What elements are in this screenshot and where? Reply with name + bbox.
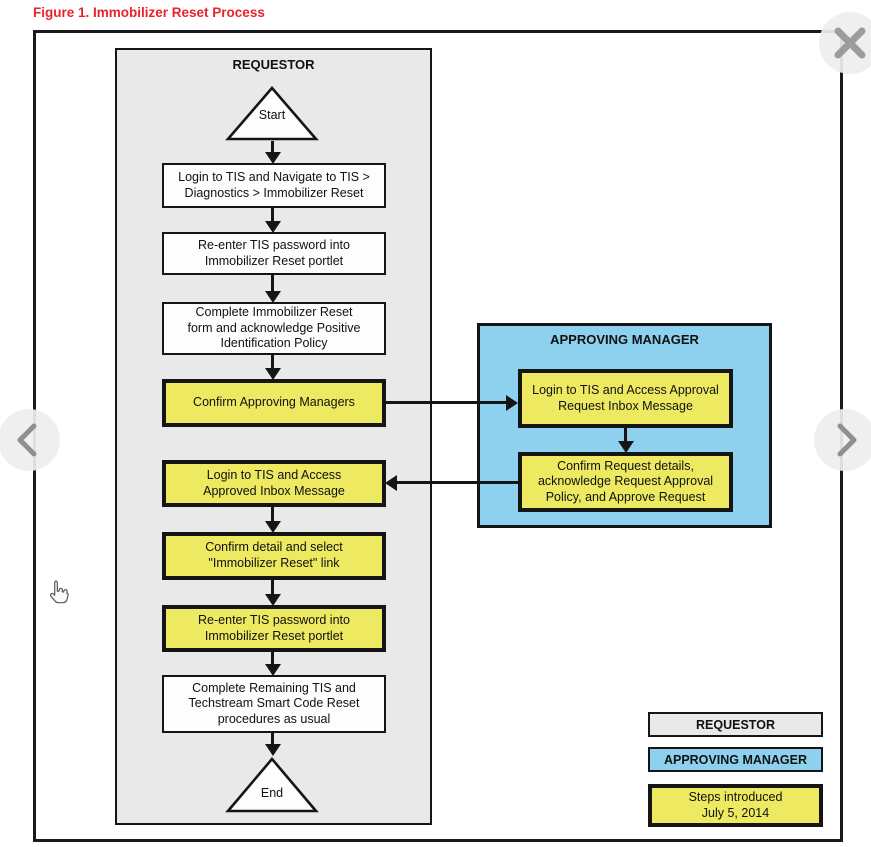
chevron-left-icon [17,423,37,457]
next-page-button[interactable] [814,409,871,471]
node-reenter-password-2: Re-enter TIS password into Immobilizer R… [162,605,386,652]
node-am-confirm-approve: Confirm Request details, acknowledge Req… [518,452,733,512]
node-confirm-approving-managers: Confirm Approving Managers [162,379,386,427]
node-confirm-detail-link: Confirm detail and select "Immobilizer R… [162,532,386,580]
approving-manager-title: APPROVING MANAGER [550,332,699,347]
legend-approving-manager: APPROVING MANAGER [648,747,823,772]
end-terminator-shape [225,756,319,813]
requestor-lane-title: REQUESTOR [232,57,315,72]
hand-pointer-icon [49,580,69,604]
start-terminator-shape [225,86,319,141]
node-complete-remaining: Complete Remaining TIS and Techstream Sm… [162,675,386,733]
node-am-login-inbox: Login to TIS and Access Approval Request… [518,369,733,428]
flow-arrow-from-approving-manager [385,474,518,491]
chevron-right-icon [837,423,857,457]
flow-arrow-inbox-to-detail [264,507,281,533]
node-login-navigate: Login to TIS and Navigate to TIS > Diagn… [162,163,386,208]
node-reenter-password-1: Re-enter TIS password into Immobilizer R… [162,232,386,275]
start-label: Start [258,108,286,122]
flow-arrow-am-login-to-confirm [617,428,634,453]
flow-arrow-detail-to-password [264,580,281,606]
legend-requestor: REQUESTOR [648,712,823,737]
flow-arrow-password-to-form [264,275,281,303]
legend-new-steps: Steps introduced July 5, 2014 [648,784,823,827]
end-label: End [260,786,284,800]
close-icon [834,27,866,59]
flow-arrow-remaining-to-end [264,733,281,756]
flow-arrow-form-to-confirm [264,355,281,380]
flow-arrow-to-approving-manager [385,394,518,411]
flow-arrow-login-to-password [264,208,281,233]
close-button[interactable] [819,12,871,74]
figure-title: Figure 1. Immobilizer Reset Process [33,5,265,20]
flow-arrow-password-to-remaining [264,652,281,676]
legend-new-steps-line2: July 5, 2014 [701,805,770,820]
node-login-approved-inbox: Login to TIS and Access Approved Inbox M… [162,460,386,507]
node-complete-form: Complete Immobilizer Reset form and ackn… [162,302,386,355]
flow-arrow-start-to-login [264,141,281,164]
prev-page-button[interactable] [0,409,60,471]
legend-new-steps-line1: Steps introduced [688,789,783,804]
